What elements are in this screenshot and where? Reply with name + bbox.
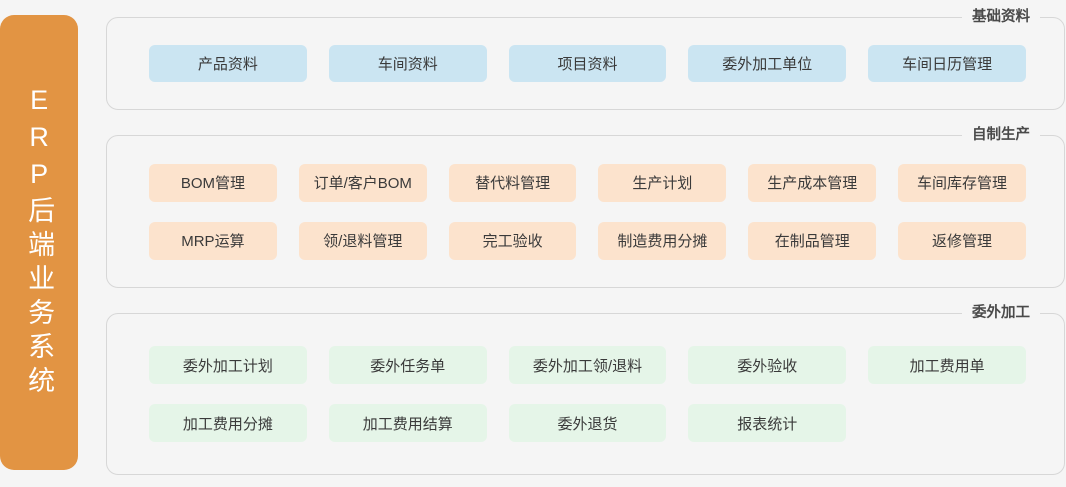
module-chip-outsourcing-issue-return[interactable]: 委外加工领/退料 bbox=[508, 346, 667, 384]
module-chip-outsourcing-return[interactable]: 委外退货 bbox=[508, 404, 667, 442]
panel-outsourced-processing-legend: 委外加工 bbox=[962, 303, 1040, 323]
module-chip-processing-fee-order[interactable]: 加工费用单 bbox=[868, 346, 1026, 384]
module-chip-outsourcing-task-order[interactable]: 委外任务单 bbox=[328, 346, 487, 384]
module-chip-completion-acceptance[interactable]: 完工验收 bbox=[448, 221, 577, 260]
module-chip-order-customer-bom[interactable]: 订单/客户BOM bbox=[298, 163, 427, 202]
module-chip-report-statistics[interactable]: 报表统计 bbox=[688, 404, 847, 442]
panel-in-house-production: 自制生产 BOM管理 订单/客户BOM 替代料管理 生产计划 生产成本管理 车间… bbox=[106, 125, 1065, 288]
module-chip-processing-fee-allocation[interactable]: 加工费用分摊 bbox=[149, 404, 307, 442]
module-chip-wip-management[interactable]: 在制品管理 bbox=[748, 221, 877, 260]
module-chip-outsourcing-acceptance[interactable]: 委外验收 bbox=[688, 346, 847, 384]
module-chip-material-issue-return[interactable]: 领/退料管理 bbox=[298, 221, 427, 260]
module-chip-processing-fee-settlement[interactable]: 加工费用结算 bbox=[328, 404, 487, 442]
module-chip-workshop-data[interactable]: 车间资料 bbox=[328, 45, 487, 82]
module-chip-rework-management[interactable]: 返修管理 bbox=[898, 221, 1026, 260]
module-chip-outsourcing-vendor[interactable]: 委外加工单位 bbox=[688, 45, 847, 82]
module-chip-substitute-material[interactable]: 替代料管理 bbox=[448, 163, 577, 202]
panel-in-house-production-legend: 自制生产 bbox=[962, 125, 1040, 145]
chip-row: 加工费用分摊 加工费用结算 委外退货 报表统计 bbox=[149, 404, 1026, 442]
module-chip-mrp-calculation[interactable]: MRP运算 bbox=[149, 221, 277, 260]
module-chip-outsourcing-plan[interactable]: 委外加工计划 bbox=[149, 346, 307, 384]
module-chip-production-cost[interactable]: 生产成本管理 bbox=[748, 163, 877, 202]
module-chip-project-data[interactable]: 项目资料 bbox=[508, 45, 667, 82]
chip-placeholder bbox=[868, 404, 1026, 442]
chip-row: 委外加工计划 委外任务单 委外加工领/退料 委外验收 加工费用单 bbox=[149, 346, 1026, 384]
module-chip-manufacturing-expense[interactable]: 制造费用分摊 bbox=[598, 221, 727, 260]
panel-in-house-production-rows: BOM管理 订单/客户BOM 替代料管理 生产计划 生产成本管理 车间库存管理 … bbox=[149, 136, 1026, 287]
panel-outsourced-processing: 委外加工 委外加工计划 委外任务单 委外加工领/退料 委外验收 加工费用单 加工… bbox=[106, 303, 1065, 475]
module-panels: 基础资料 产品资料 车间资料 项目资料 委外加工单位 车间日历管理 自制生产 B… bbox=[106, 0, 1066, 487]
module-chip-production-plan[interactable]: 生产计划 bbox=[598, 163, 727, 202]
module-chip-product-data[interactable]: 产品资料 bbox=[149, 45, 307, 82]
panel-basic-data-legend: 基础资料 bbox=[962, 7, 1040, 27]
brand-title: ERP后端业务系统 bbox=[24, 85, 55, 400]
panel-basic-data-rows: 产品资料 车间资料 项目资料 委外加工单位 车间日历管理 bbox=[149, 18, 1026, 109]
chip-row: BOM管理 订单/客户BOM 替代料管理 生产计划 生产成本管理 车间库存管理 bbox=[149, 163, 1026, 202]
chip-row: MRP运算 领/退料管理 完工验收 制造费用分摊 在制品管理 返修管理 bbox=[149, 221, 1026, 260]
brand-sidebar: ERP后端业务系统 bbox=[0, 15, 78, 470]
chip-row: 产品资料 车间资料 项目资料 委外加工单位 车间日历管理 bbox=[149, 45, 1026, 82]
module-chip-workshop-inventory[interactable]: 车间库存管理 bbox=[898, 163, 1026, 202]
module-chip-bom-management[interactable]: BOM管理 bbox=[149, 163, 277, 202]
module-chip-workshop-calendar[interactable]: 车间日历管理 bbox=[868, 45, 1026, 82]
panel-basic-data: 基础资料 产品资料 车间资料 项目资料 委外加工单位 车间日历管理 bbox=[106, 7, 1065, 110]
panel-outsourced-processing-rows: 委外加工计划 委外任务单 委外加工领/退料 委外验收 加工费用单 加工费用分摊 … bbox=[149, 314, 1026, 474]
